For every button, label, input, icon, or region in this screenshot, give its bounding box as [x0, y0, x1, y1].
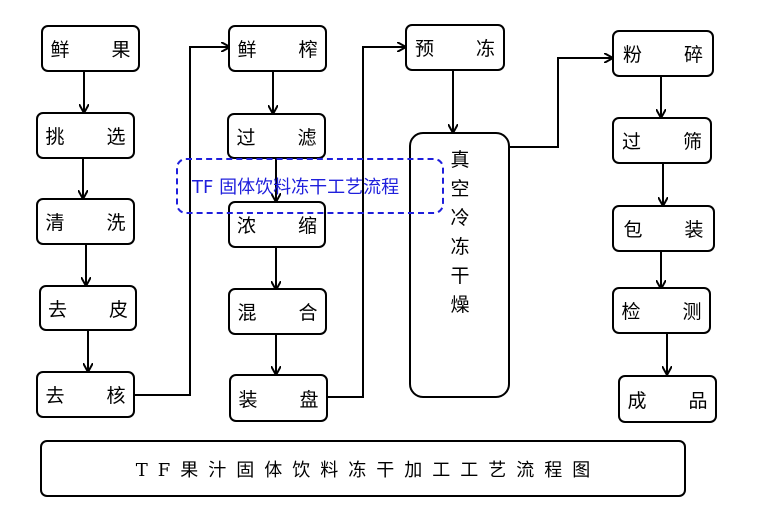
- step-wash[interactable]: 清 洗: [36, 198, 135, 245]
- step-filter[interactable]: 过 滤: [227, 113, 326, 159]
- overlay-process-label: TF 固体饮料冻干工艺流程: [176, 158, 444, 214]
- char: 空: [450, 178, 470, 200]
- char: 燥: [450, 294, 470, 316]
- overlay-label-text: TF 固体饮料冻干工艺流程: [192, 177, 400, 198]
- char: 冷: [450, 207, 470, 229]
- step-finished-product[interactable]: 成 品: [618, 375, 717, 423]
- step-mix[interactable]: 混 合: [228, 288, 327, 335]
- step-vacuum-freeze-dry[interactable]: [409, 132, 510, 398]
- char: 真: [450, 149, 470, 171]
- step-tray-loading[interactable]: 装 盘: [229, 374, 328, 422]
- step-peel[interactable]: 去 皮: [39, 285, 137, 331]
- diagram-title-box: TF果汁固体饮料冻干加工工艺流程图: [40, 440, 686, 497]
- char: 干: [450, 265, 470, 287]
- step-fresh-fruit[interactable]: 鲜 果: [41, 25, 140, 72]
- arrow-core-to-juice: [134, 47, 229, 396]
- vacuum-freeze-dry-label: 真 空 冷 冻 干 燥: [448, 146, 472, 320]
- step-core[interactable]: 去 核: [36, 371, 135, 418]
- diagram-title: TF果汁固体饮料冻干加工工艺流程图: [135, 459, 601, 481]
- step-fresh-juice[interactable]: 鲜 榨: [228, 25, 327, 72]
- step-grind[interactable]: 粉 碎: [612, 30, 714, 77]
- arrow-tray-to-prefreeze: [327, 47, 405, 398]
- step-sieve[interactable]: 过 筛: [612, 117, 712, 164]
- step-concentrate[interactable]: 浓 缩: [228, 201, 326, 248]
- step-inspect[interactable]: 检 测: [612, 287, 711, 334]
- step-prefreeze[interactable]: 预 冻: [405, 24, 505, 71]
- char: 冻: [450, 236, 470, 258]
- arrow-vacuum-dry-to-grind: [509, 58, 612, 148]
- step-package[interactable]: 包 装: [612, 205, 715, 252]
- step-select[interactable]: 挑 选: [36, 112, 135, 159]
